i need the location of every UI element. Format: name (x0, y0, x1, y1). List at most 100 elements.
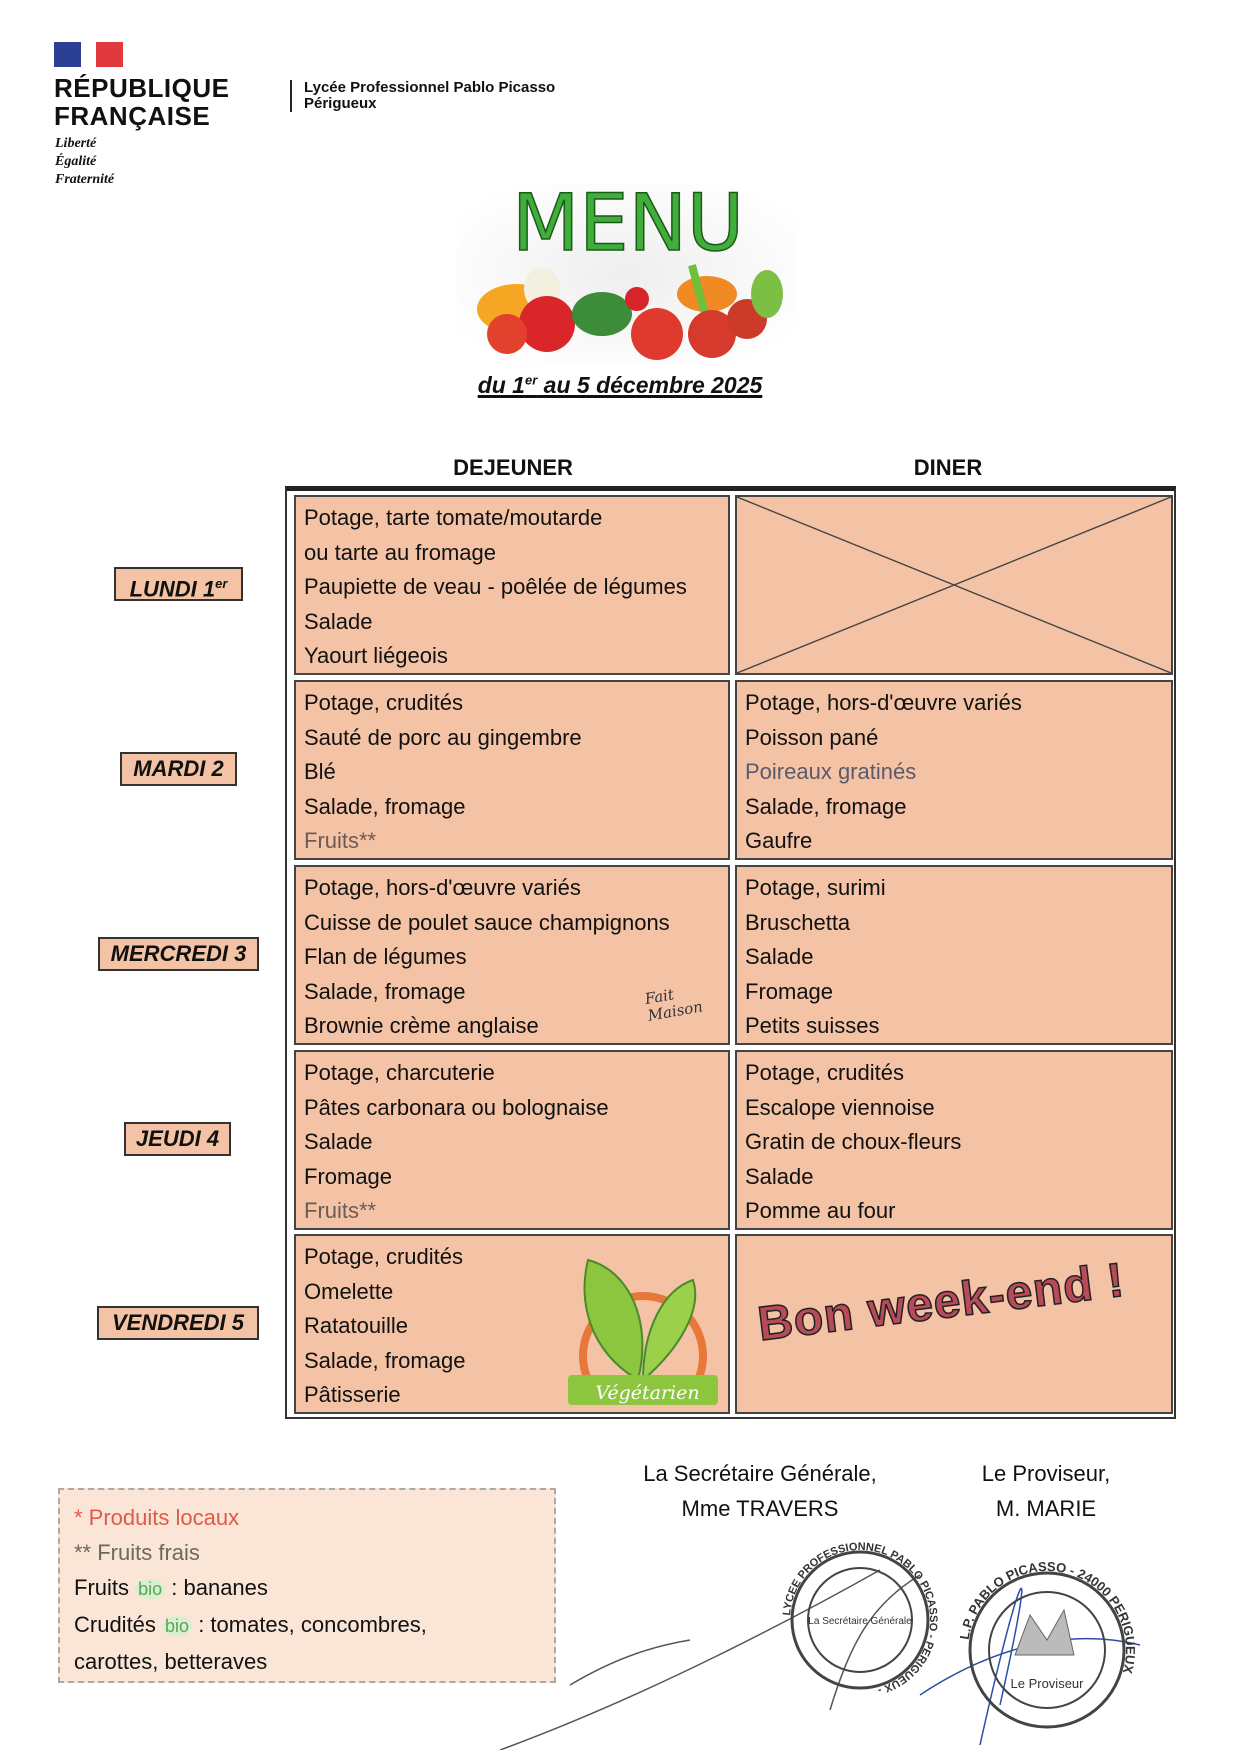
principal-title: Le Proviseur, (981, 1461, 1111, 1486)
menu-item: Gaufre (745, 828, 813, 854)
menu-item: Potage, hors-d'œuvre variés (304, 875, 581, 900)
day-name: JEUDI 4 (135, 1126, 220, 1151)
principal-stamp (968, 1571, 1126, 1729)
legend-fruits-label: Fruits (74, 1575, 129, 1600)
republique-francaise-logo: RÉPUBLIQUE FRANÇAISE (54, 74, 229, 130)
principal-stamp-bottom: Le Proviseur (1011, 1676, 1085, 1691)
menu-item: Flan de légumes (304, 944, 467, 970)
principal-stamp-text: L.P. PABLO PICASSO - 24000 PERIGUEUX (957, 1559, 1138, 1676)
vegetables-image (477, 264, 783, 360)
menu-item: Potage, charcuterie (304, 1060, 495, 1085)
menu-item: Pâtisserie (304, 1382, 401, 1408)
menu-item: Paupiette de veau - poêlée de légumes (304, 574, 687, 600)
menu-item: Brownie crème anglaise (304, 1013, 539, 1039)
date-prefix: du 1 (477, 372, 525, 398)
legend-crudites-label: Crudités (74, 1612, 156, 1637)
menu-item: Cuisse de poulet sauce champignons (304, 909, 670, 935)
day-label: MERCREDI 3 (98, 937, 259, 971)
menu-item: Fromage (304, 1163, 393, 1189)
date-suffix: au 5 décembre 2025 (537, 372, 763, 398)
legend-fresh: ** Fruits frais (74, 1540, 200, 1565)
date-range: du 1er au 5 décembre 2025 (0, 372, 1240, 399)
menu-item: Petits suisses (745, 1013, 880, 1039)
menu-table (285, 486, 1176, 1419)
legend-crudites-bio: Crudités bio : tomates, concombres, (74, 1607, 540, 1644)
menu-item: Salade (745, 1163, 814, 1189)
menu-item: Potage, surimi (745, 875, 886, 900)
day-name: MARDI 2 (133, 756, 224, 781)
menu-item: Bruschetta (745, 909, 851, 935)
legend-fruits-bio: Fruits bio : bananes (74, 1570, 540, 1607)
menu-item: Salade (304, 608, 373, 634)
republic-line2: FRANÇAISE (54, 101, 211, 131)
weekend-message: Bon week-end ! (754, 1253, 1128, 1352)
menu-item: Blé (304, 759, 336, 785)
principal-signature (919, 1587, 1141, 1746)
menu-item: Salade (304, 1129, 373, 1155)
menu-item: Salade, fromage (304, 978, 466, 1004)
menu-title: MENU (512, 184, 744, 269)
menu-item: Yaourt liégeois (304, 643, 448, 669)
menu-item: Salade, fromage (745, 793, 907, 819)
motto-liberte: Liberté (55, 136, 97, 151)
day-label: JEUDI 4 (124, 1122, 231, 1156)
dinner-cell: Bon week-end ! (735, 1234, 1173, 1414)
menu-item: Salade, fromage (304, 793, 466, 819)
date-sup: er (524, 372, 538, 388)
menu-item: Fruits** (304, 1198, 377, 1224)
column-header-dinner: DINER (913, 455, 983, 480)
school-block: Lycée Professionnel Pablo Picasso Périgu… (290, 80, 555, 112)
menu-item: Fruits** (304, 828, 377, 854)
vegetarian-badge: Végétarien (595, 1382, 700, 1404)
principal-signature-block: Le Proviseur, M. MARIE (940, 1456, 1152, 1526)
menu-item: Pomme au four (745, 1198, 896, 1224)
marianne-flag-logo (54, 42, 123, 67)
menu-item: Pâtes carbonara ou bolognaise (304, 1094, 609, 1120)
secretary-stamp-center: La Secrétaire Générale (808, 1616, 912, 1627)
menu-item: Poireaux gratinés (745, 759, 917, 785)
legend-local: * Produits locaux (74, 1505, 240, 1530)
menu-item: Salade (745, 944, 814, 970)
day-name: VENDREDI 5 (111, 1310, 245, 1335)
bio-leaf-icon: bio (162, 1616, 193, 1636)
day-sup: er (215, 576, 228, 591)
no-service-cross-icon (737, 497, 1171, 673)
menu-item: Potage, hors-d'œuvre variés (745, 690, 1022, 715)
school-name: Lycée Professionnel Pablo Picasso (304, 79, 556, 96)
day-name: LUNDI 1 (129, 576, 216, 602)
menu-item: ou tarte au fromage (304, 539, 497, 565)
menu-vegetables-banner: MENU (457, 184, 797, 364)
day-name: MERCREDI 3 (110, 941, 247, 966)
day-label: MARDI 2 (120, 752, 237, 786)
motto-egalite: Égalité (55, 154, 97, 169)
menu-item: Potage, crudités (745, 1060, 904, 1085)
menu-item: Escalope viennoise (745, 1094, 935, 1120)
secretary-signature-block: La Secrétaire Générale, Mme TRAVERS (600, 1456, 920, 1526)
legend-box: * Produits locaux ** Fruits frais Fruits… (58, 1488, 556, 1683)
motto-fraternite: Fraternité (55, 172, 115, 187)
menu-item: Sauté de porc au gingembre (304, 724, 582, 750)
menu-item: Potage, crudités (304, 690, 463, 715)
bio-leaf-icon: bio (135, 1579, 166, 1599)
legend-fruits-value: : bananes (165, 1575, 268, 1600)
secretary-title: La Secrétaire Générale, (643, 1461, 877, 1486)
legend-crudites-value2: carottes, betteraves (74, 1649, 268, 1674)
secretary-name: Mme TRAVERS (681, 1496, 839, 1521)
stamps-and-signatures: LYCEE PROFESSIONNEL PABLO PICASSO - PERI… (500, 1541, 1141, 1750)
day-label: VENDREDI 5 (97, 1306, 259, 1340)
day-label: LUNDI 1er (114, 567, 243, 601)
principal-name: M. MARIE (995, 1496, 1097, 1521)
motto: Liberté Égalité Fraternité (55, 135, 114, 189)
menu-item: Potage, crudités (304, 1244, 463, 1269)
vegetarian-leaf-icon (568, 1258, 718, 1405)
menu-item: Ratatouille (304, 1313, 408, 1339)
secretary-stamp (790, 1550, 930, 1690)
dinner-cell (735, 495, 1173, 675)
menu-item: Omelette (304, 1278, 394, 1304)
legend-crudites-value: : tomates, concombres, (192, 1612, 427, 1637)
